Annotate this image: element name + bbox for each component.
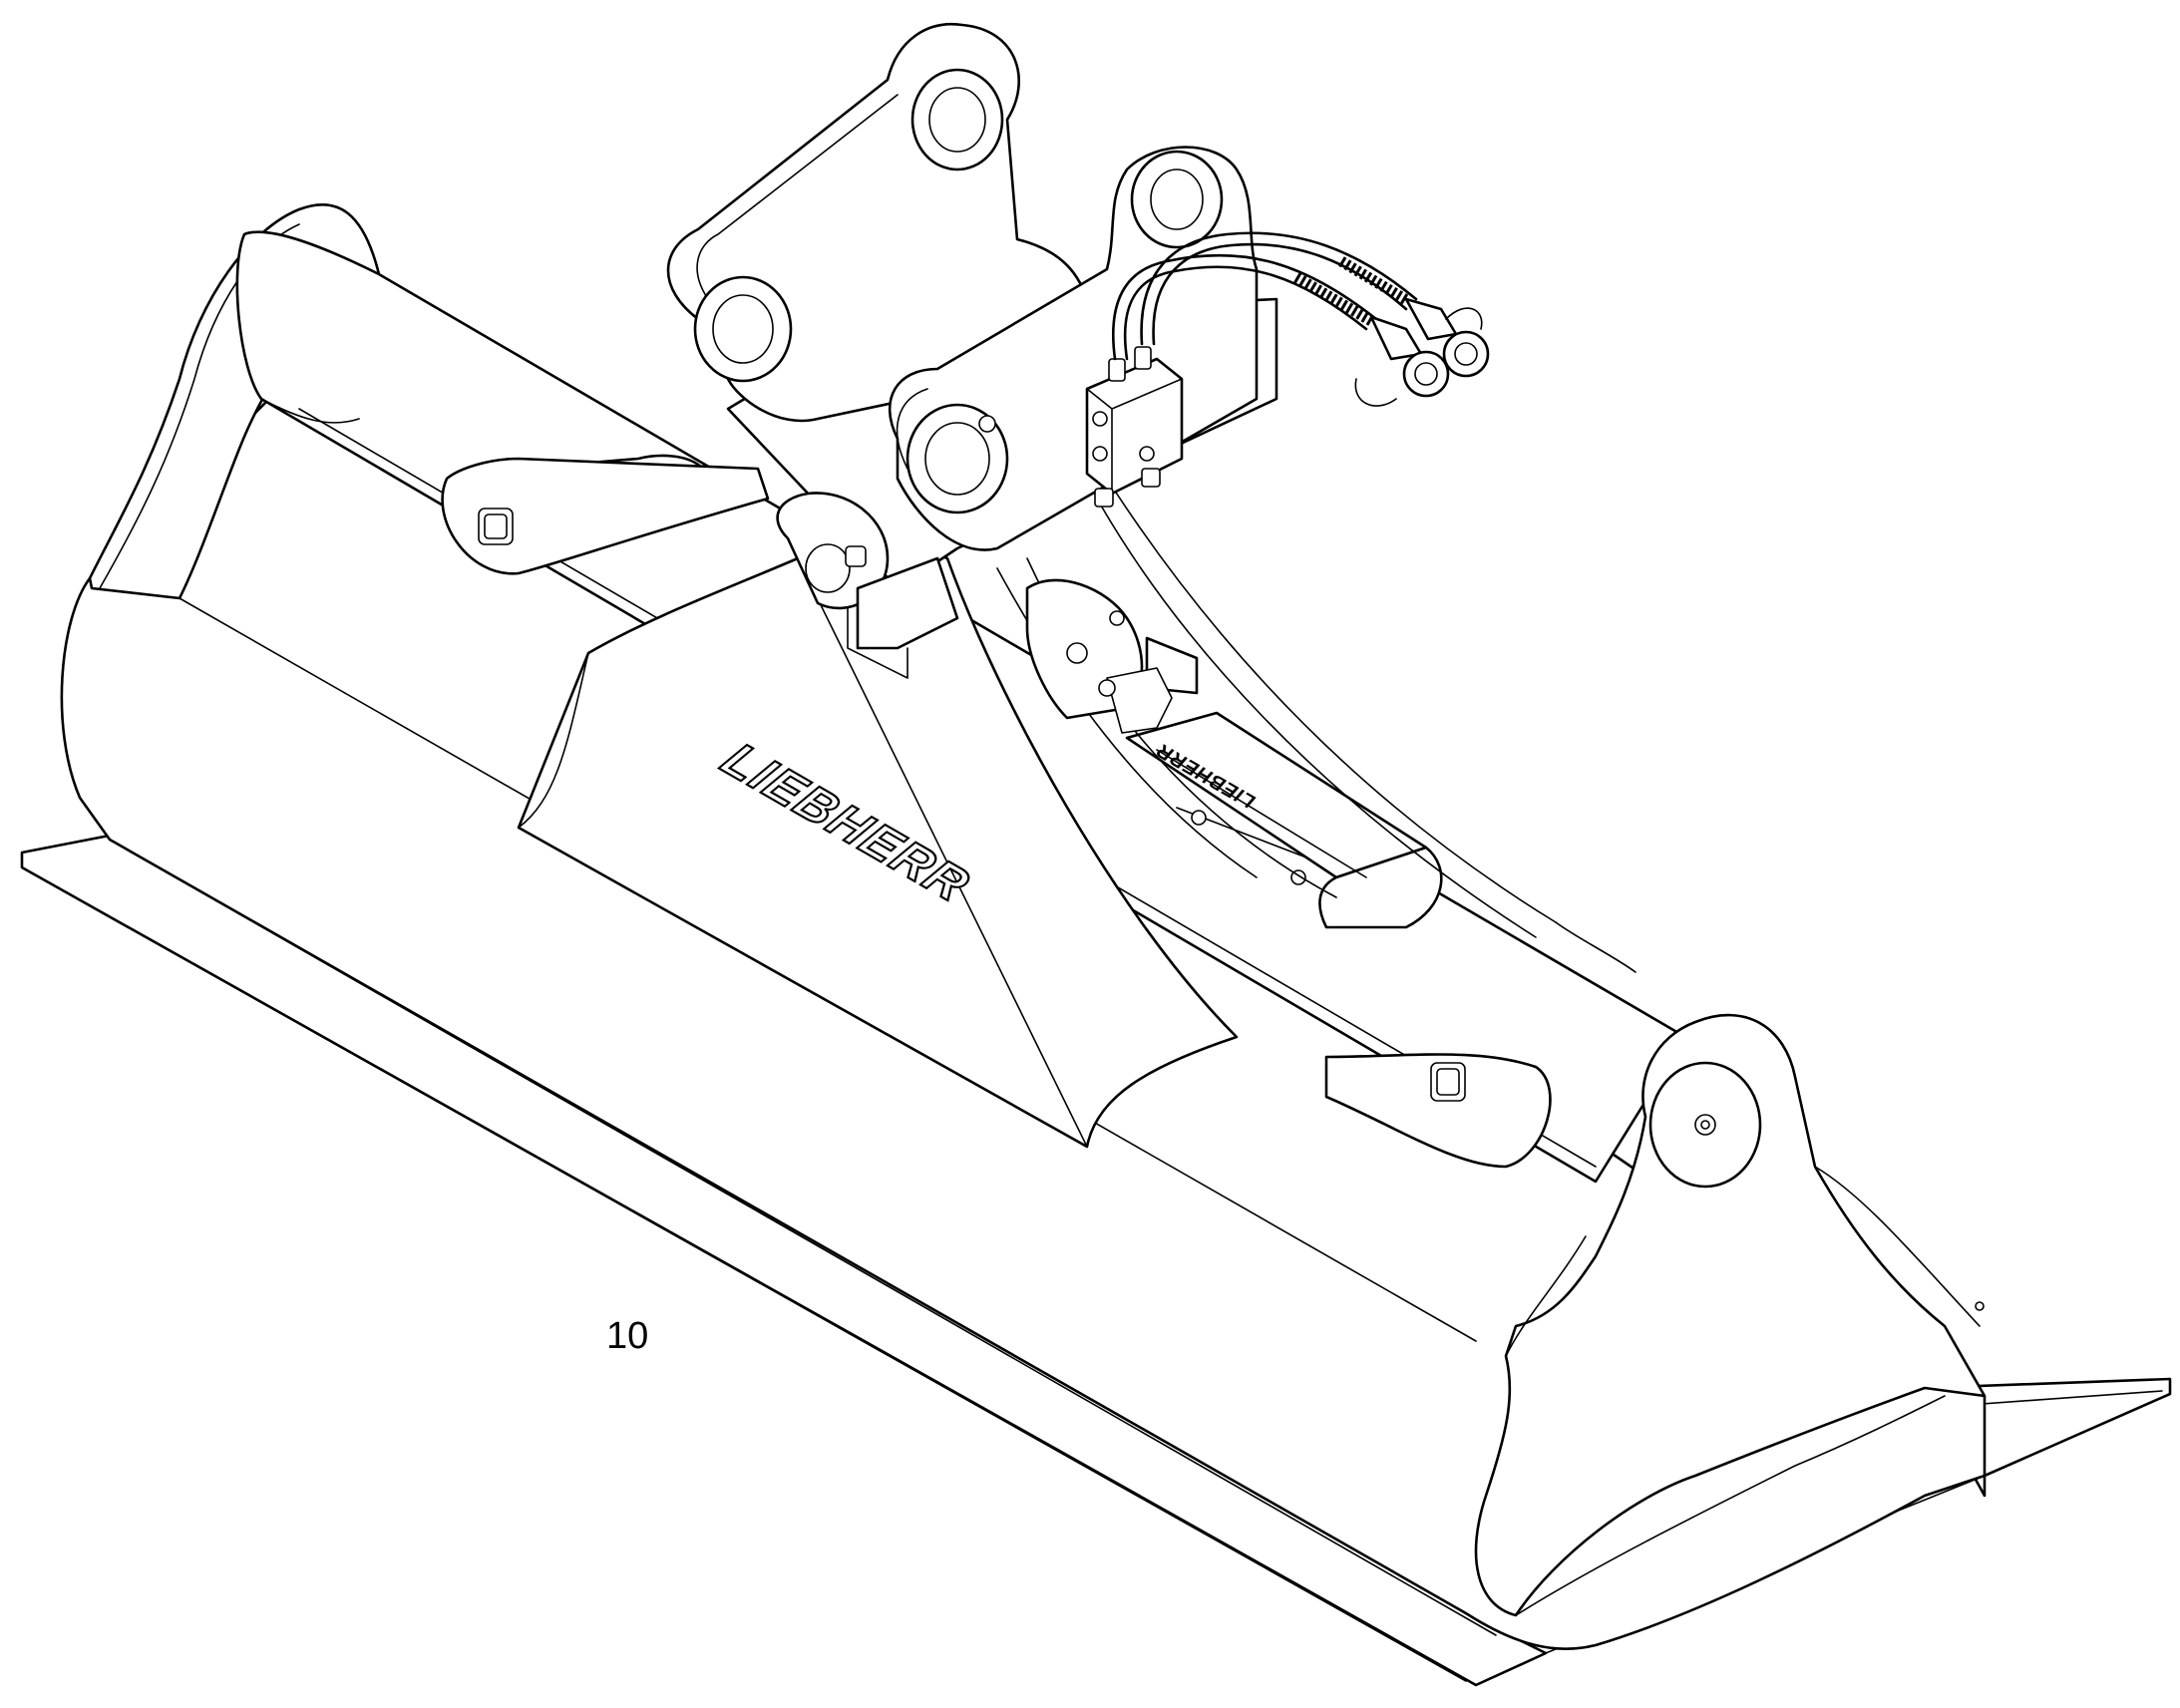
tilt-arm-left <box>441 454 770 575</box>
swivel-assembly <box>1025 578 1199 734</box>
valve-block <box>1085 346 1184 508</box>
center-gusset: LIEBHERR <box>517 516 1239 1149</box>
rivet <box>1975 1301 1985 1311</box>
callout-label: 10 <box>606 1315 648 1357</box>
hydraulic-hoses <box>1111 231 1490 407</box>
tilt-arm-right <box>1324 1053 1552 1169</box>
